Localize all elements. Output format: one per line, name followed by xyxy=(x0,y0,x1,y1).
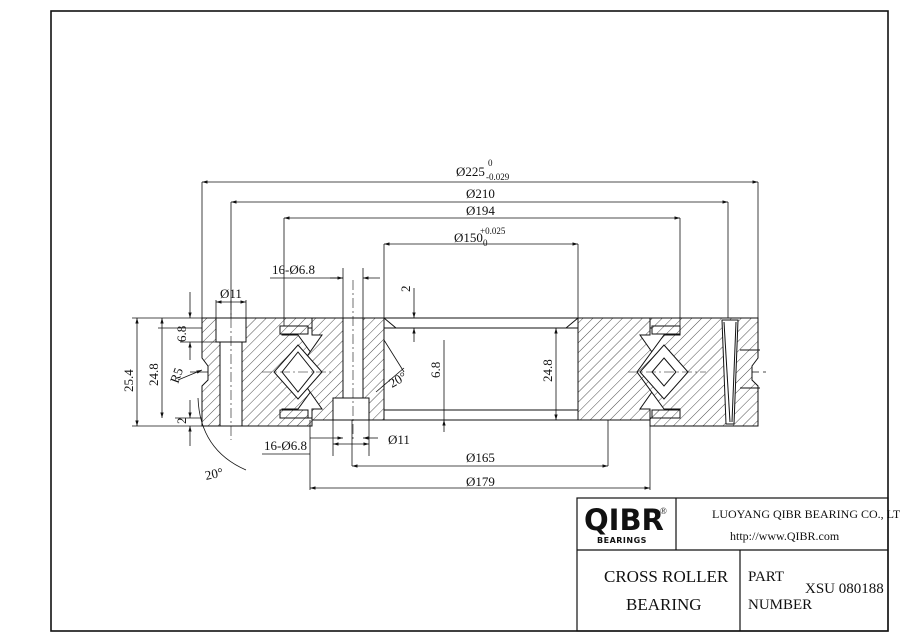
right-plug xyxy=(721,319,739,425)
right-seal-top xyxy=(651,325,681,335)
bearing-section xyxy=(190,280,770,440)
qibr-logo: QIBR ® BEARINGS xyxy=(584,503,667,545)
left-roller xyxy=(262,344,334,400)
dim-165: Ø165 xyxy=(466,450,495,465)
dim-25-4: 25.4 xyxy=(121,369,136,392)
bore xyxy=(383,317,579,421)
right-seal-bottom xyxy=(651,409,681,419)
dim-225: Ø225 xyxy=(456,164,485,179)
dim-150-upper: +0.025 xyxy=(480,226,506,236)
dim-2-mid: 2 xyxy=(398,286,413,293)
logo-text: QIBR xyxy=(584,503,664,537)
right-roller xyxy=(628,344,706,400)
title-block xyxy=(576,497,889,632)
product-name-line2: BEARING xyxy=(626,595,702,614)
dimension-labels: Ø225 0 -0.029 Ø210 Ø194 Ø150 +0.025 0 16… xyxy=(121,158,555,489)
dim-24-8-left: 24.8 xyxy=(146,363,161,386)
part-label-line2: NUMBER xyxy=(748,597,812,613)
dim-150-lower: 0 xyxy=(483,238,488,248)
dim-11-top: Ø11 xyxy=(220,286,242,301)
dim-holes-top: 16-Ø6.8 xyxy=(272,262,315,277)
product-name-line1: CROSS ROLLER xyxy=(604,567,729,586)
logo-subtitle: BEARINGS xyxy=(597,536,647,545)
dim-holes-bottom: 16-Ø6.8 xyxy=(264,438,307,453)
part-number: XSU 080188 xyxy=(805,581,884,597)
dim-150: Ø150 xyxy=(454,230,483,245)
part-label-line1: PART xyxy=(748,569,784,585)
dim-radius: R5 xyxy=(167,366,186,385)
drawing-border xyxy=(50,10,889,632)
dimensions xyxy=(132,180,759,490)
dim-179: Ø179 xyxy=(466,474,495,489)
company-name: LUOYANG QIBR BEARING CO., LTD xyxy=(712,507,900,521)
left-seal-top xyxy=(279,325,309,335)
inner-counterbore xyxy=(332,397,370,421)
dim-225-upper: 0 xyxy=(488,158,493,168)
dim-11-bottom: Ø11 xyxy=(388,432,410,447)
dim-24-8-mid: 24.8 xyxy=(540,359,555,382)
logo-registered: ® xyxy=(660,506,667,516)
dim-6-8-mid: 6.8 xyxy=(428,362,443,378)
dim-225-lower: -0.029 xyxy=(486,172,510,182)
dim-6-8-left: 6.8 xyxy=(174,326,189,342)
dim-angle-outer: 20° xyxy=(204,464,225,482)
dim-2-left: 2 xyxy=(174,418,189,425)
dim-194: Ø194 xyxy=(466,203,495,218)
left-seal-bottom xyxy=(279,409,309,419)
dim-210: Ø210 xyxy=(466,186,495,201)
company-url[interactable]: http://www.QIBR.com xyxy=(730,529,840,543)
